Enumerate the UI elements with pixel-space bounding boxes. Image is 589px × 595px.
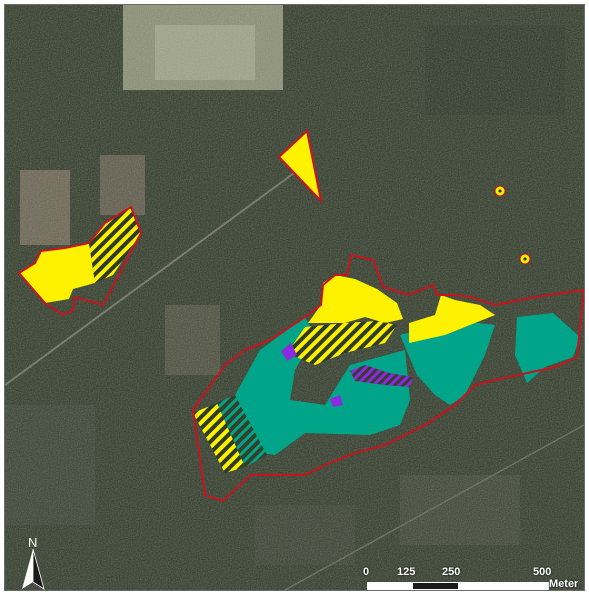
hatched-strip-left — [193, 403, 245, 473]
north-arrow-icon — [22, 549, 45, 590]
purple-area-bottom — [330, 395, 343, 407]
north-label: N — [28, 535, 38, 550]
boundary-left — [17, 205, 143, 317]
map-frame: N 0 125 250 500 Meter — [4, 4, 585, 591]
yellow-area-center — [308, 275, 403, 323]
teal-area-center — [235, 317, 410, 455]
teal-area-center-2 — [400, 320, 495, 405]
scale-label-250: 250 — [442, 566, 461, 578]
yellow-area-east — [409, 295, 495, 343]
aerial-map — [5, 5, 584, 590]
purple-area-small — [281, 343, 297, 361]
yellow-area-top — [277, 129, 323, 205]
hatched-strip-teal — [217, 395, 267, 467]
hatched-area-left — [89, 207, 141, 283]
scale-label-125: 125 — [397, 566, 416, 578]
scale-bar — [367, 582, 549, 590]
scale-unit: Meter — [549, 578, 579, 590]
imagery-texture — [5, 5, 584, 590]
teal-area-right — [515, 313, 580, 383]
point-marker-icon — [519, 253, 531, 265]
scale-label-500: 500 — [533, 566, 552, 578]
boundary-main — [191, 253, 584, 503]
north-arrow: N — [19, 535, 59, 590]
point-marker-icon — [494, 185, 506, 197]
scale-labels: 0 125 250 500 — [355, 566, 584, 582]
purple-area-hatched — [350, 365, 413, 387]
hatched-area-center — [287, 321, 397, 365]
scale-label-0: 0 — [363, 566, 370, 578]
